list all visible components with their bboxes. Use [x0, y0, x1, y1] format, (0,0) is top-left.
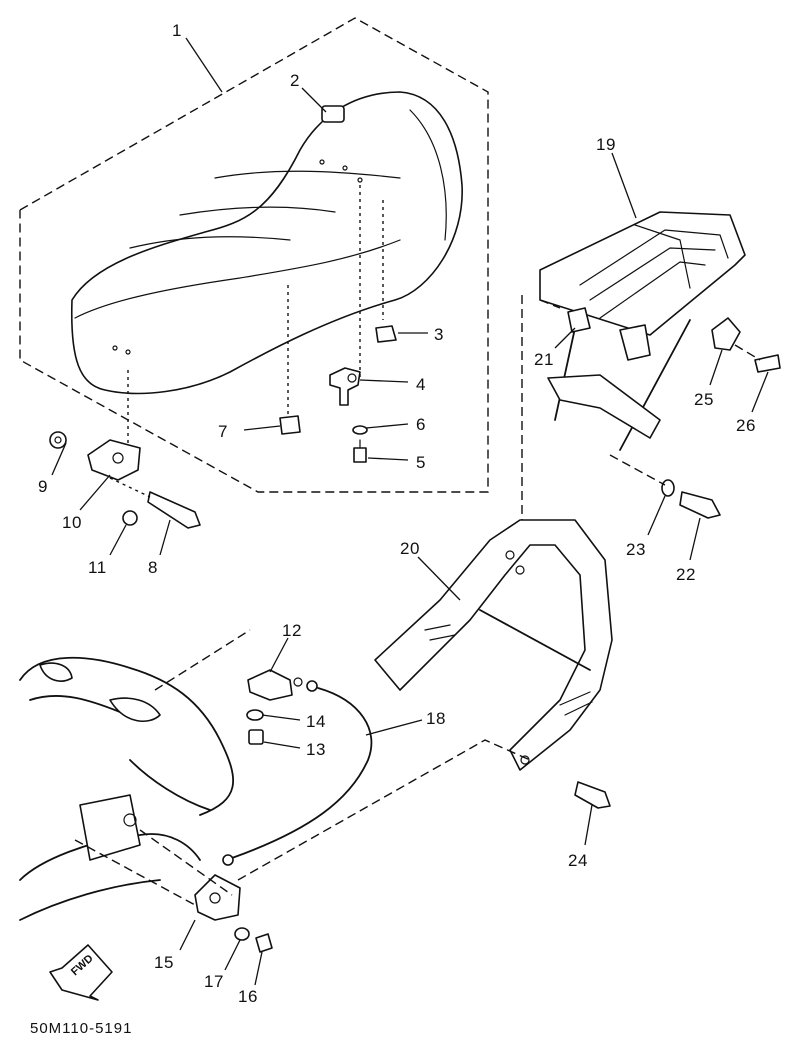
callout-1: 1	[172, 21, 182, 40]
rear-carrier	[539, 211, 746, 451]
callout-23: 23	[626, 540, 646, 559]
leader-lines	[51, 37, 769, 986]
callout-10: 10	[62, 513, 82, 532]
callout-19: 19	[596, 135, 616, 154]
seat-lock-cable	[222, 680, 373, 866]
callout-11: 11	[88, 558, 107, 577]
lock-assembly-part-15	[194, 874, 241, 921]
callout-8: 8	[148, 558, 158, 577]
washer-part-23	[661, 479, 675, 497]
bolt-part-16	[255, 933, 273, 953]
drawing-code: 50M110-5191	[30, 1020, 132, 1037]
callout-22: 22	[676, 565, 696, 584]
washer-part-17	[234, 927, 250, 941]
frame-section	[19, 656, 234, 921]
callout-26: 26	[736, 416, 756, 435]
seat-assembly-outline	[19, 17, 489, 493]
callout-labels: 1 2 3 4 5 6 7 8 9 10 11 12 13 14 15 16 1…	[38, 21, 756, 1006]
screw-part-13	[248, 729, 264, 745]
callout-5: 5	[416, 453, 426, 472]
callout-20: 20	[400, 539, 420, 558]
callout-16: 16	[238, 987, 258, 1006]
bracket-part-4	[329, 367, 361, 406]
callout-14: 14	[306, 712, 326, 731]
callout-3: 3	[434, 325, 444, 344]
callout-17: 17	[204, 972, 224, 991]
lock-part-12	[247, 669, 303, 701]
callout-13: 13	[306, 740, 326, 759]
bolt-part-26	[754, 354, 781, 373]
callout-2: 2	[290, 71, 300, 90]
seat	[70, 91, 463, 395]
bolt-part-24	[574, 781, 611, 809]
callout-4: 4	[416, 375, 426, 394]
bracket-part-25	[711, 317, 741, 351]
bolt-part-5	[353, 439, 367, 463]
bolt-part-21	[567, 307, 591, 333]
callout-7: 7	[218, 422, 228, 441]
seat-mounting-lines	[127, 185, 384, 445]
callout-15: 15	[154, 953, 174, 972]
callout-21: 21	[534, 350, 554, 369]
hinge-bracket-part-10	[87, 439, 141, 481]
bolt-part-22	[679, 491, 721, 519]
damper-part-3	[375, 325, 397, 343]
washer-part-14	[246, 709, 264, 721]
grab-bar	[374, 519, 613, 771]
callout-25: 25	[694, 390, 714, 409]
washer-part-6	[352, 425, 368, 435]
damper-part-7	[279, 415, 301, 435]
callout-24: 24	[568, 851, 588, 870]
callout-18: 18	[426, 709, 446, 728]
callout-12: 12	[282, 621, 302, 640]
nut-part-9	[49, 431, 67, 449]
callout-9: 9	[38, 477, 48, 496]
fwd-arrow-icon: FWD	[49, 944, 113, 1001]
callout-6: 6	[416, 415, 426, 434]
nut-part-11	[122, 510, 138, 526]
bolt-part-8	[109, 477, 201, 529]
alignment-lines	[74, 295, 761, 906]
